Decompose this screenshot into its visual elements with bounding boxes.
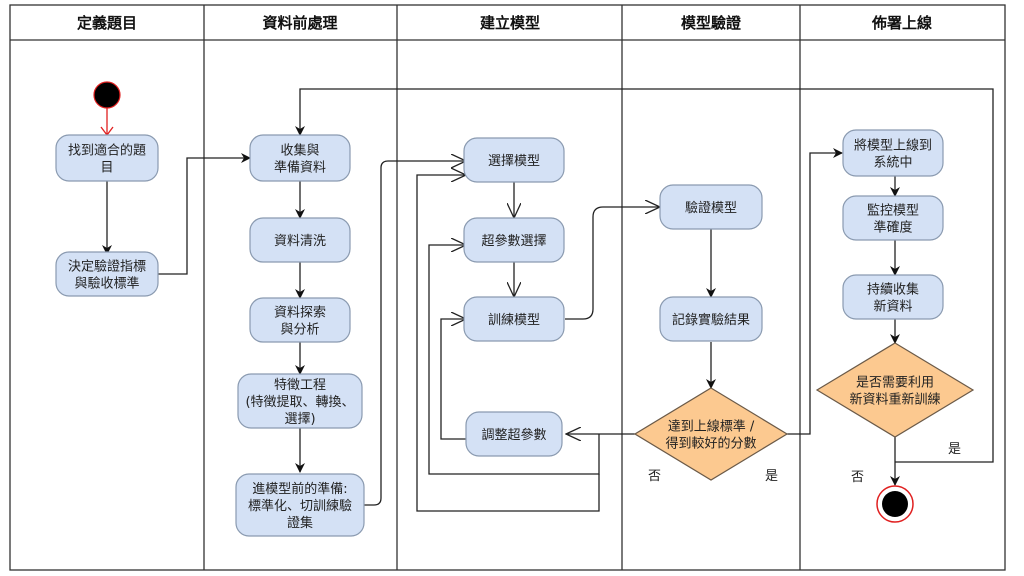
decision-diamond [633,387,789,481]
action-box [463,296,565,342]
edge-train-to-validate [565,207,660,320]
node-label: 資料清洗 [274,234,326,249]
edge-prep-to-select-model [364,161,466,506]
node-label: 與分析 [280,323,319,338]
node-label: 系統中 [873,156,912,171]
node-label: 與驗收標準 [74,276,139,292]
swimlanes: 定義題目 資料前處理 建立模型 模型驗證 佈署上線 [9,4,1006,571]
node-label: 得到較好的分數 [665,436,756,452]
node-label: 找到適合的題 [68,143,146,159]
action-select-model: 選擇模型 [463,137,565,183]
node-label: 新資料重新訓練 [849,392,940,408]
node-label: 準備資料 [274,160,326,176]
node-label: 證集 [287,515,313,531]
node-label: 準確度 [873,220,912,236]
action-box [235,473,365,537]
lane-title-define-topic: 定義題目 [77,14,137,32]
edge-decision-no-to-hyper [428,245,600,475]
lane-title-data-preprocessing: 資料前處理 [262,14,337,32]
action-box [463,137,565,183]
node-label: 決定驗證指標 [68,259,146,275]
end-node-icon [876,485,914,523]
action-feature: 特徵工程(特徵提取、轉換、選擇) [237,373,363,429]
node-label: 調整超參數 [481,428,546,443]
action-box [55,134,159,182]
node-label: 資料探索 [274,306,326,321]
node-label: 超參數選擇 [481,233,546,249]
action-box [249,217,351,263]
decision1-yes-label: 是 [765,469,778,484]
action-record: 記錄實驗結果 [659,296,763,342]
node-label: 是否需要利用 [856,376,934,391]
node-label: 選擇) [284,411,315,427]
node-label: 目 [100,161,113,176]
action-box [842,274,944,320]
edge-decide-to-collect [157,153,251,275]
edge-decision-no-to-select [416,175,600,512]
action-box [842,129,944,177]
action-box [465,411,563,457]
node-label: 持續收集 [867,282,919,298]
node-label: 達到上線標準 / [668,419,755,435]
action-box [463,217,565,263]
decision2-yes-label: 是 [948,442,961,457]
decision-decision1: 達到上線標準 /得到較好的分數 [633,387,789,481]
edge-tune-to-train [440,319,466,440]
edge-decision-yes-to-deploy [786,148,843,435]
action-validate: 驗證模型 [659,184,763,230]
node-label: 進模型前的準備: [252,481,347,497]
node-label: 選擇模型 [488,153,540,169]
decision1-no-label: 否 [648,469,661,484]
node-label: 將模型上線到 [854,138,932,154]
action-train: 訓練模型 [463,296,565,342]
action-clean: 資料清洗 [249,217,351,263]
edges [100,88,994,512]
action-box [842,195,944,241]
node-label: 記錄實驗結果 [672,312,750,328]
node-label: (特徵提取、轉換、 [245,394,354,410]
node-label: 驗證模型 [685,200,737,216]
action-box [249,297,351,343]
action-box [659,296,763,342]
decision-diamond [815,342,975,438]
lane-title-deployment: 佈署上線 [871,14,932,32]
node-label: 監控模型 [867,203,919,219]
action-box [237,373,363,429]
start-node-icon [93,81,121,109]
node-label: 新資料 [873,299,912,315]
node-label: 特徵工程 [274,378,326,393]
decision2-no-label: 否 [851,470,864,485]
lane-title-model-validation: 模型驗證 [681,14,742,32]
action-box [659,184,763,230]
edge-retrain-to-collect [295,88,994,463]
action-tune: 調整超參數 [465,411,563,457]
action-nodes: 找到適合的題目決定驗證指標與驗收標準收集與準備資料資料清洗資料探索與分析特徵工程… [55,129,975,537]
lane-title-build-model: 建立模型 [480,14,540,32]
action-hyper-select: 超參數選擇 [463,217,565,263]
node-label: 訓練模型 [488,312,540,328]
node-label: 標準化、切訓練驗 [248,498,352,514]
node-label: 收集與 [280,143,319,159]
action-box [55,251,159,297]
action-box [249,134,351,182]
